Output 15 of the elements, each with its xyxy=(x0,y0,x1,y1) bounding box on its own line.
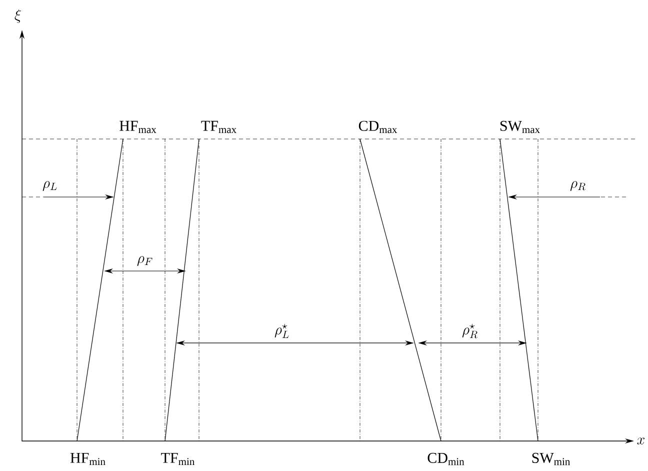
bound-label: $\mathrm{TF}_{\min}$ xyxy=(161,452,194,466)
bound-label: $\mathrm{SW}_{\min}$ xyxy=(532,452,570,466)
distance-label: $\rho_R$ xyxy=(570,181,586,191)
distance-label: $\rho_F$ xyxy=(137,256,152,266)
bound-label: $\mathrm{TF}_{\max}$ xyxy=(201,120,236,134)
distance-label: $\rho_L$ xyxy=(42,181,57,191)
bound-label: $\mathrm{SW}_{\max}$ xyxy=(500,120,540,134)
axis-label: $x$ xyxy=(637,438,645,444)
bound-label: $\mathrm{CD}_{\min}$ xyxy=(428,452,464,466)
bound-label: $\mathrm{CD}_{\max}$ xyxy=(358,120,398,134)
distance-label: $\rho_R^{\star}$ xyxy=(462,324,478,338)
bound-label: $\mathrm{HF}_{\min}$ xyxy=(70,452,106,466)
distance-label: $\rho_L^{\star}$ xyxy=(274,324,289,338)
axis-label: $\xi$ xyxy=(14,9,22,23)
bound-label: $\mathrm{HF}_{\max}$ xyxy=(120,120,156,134)
